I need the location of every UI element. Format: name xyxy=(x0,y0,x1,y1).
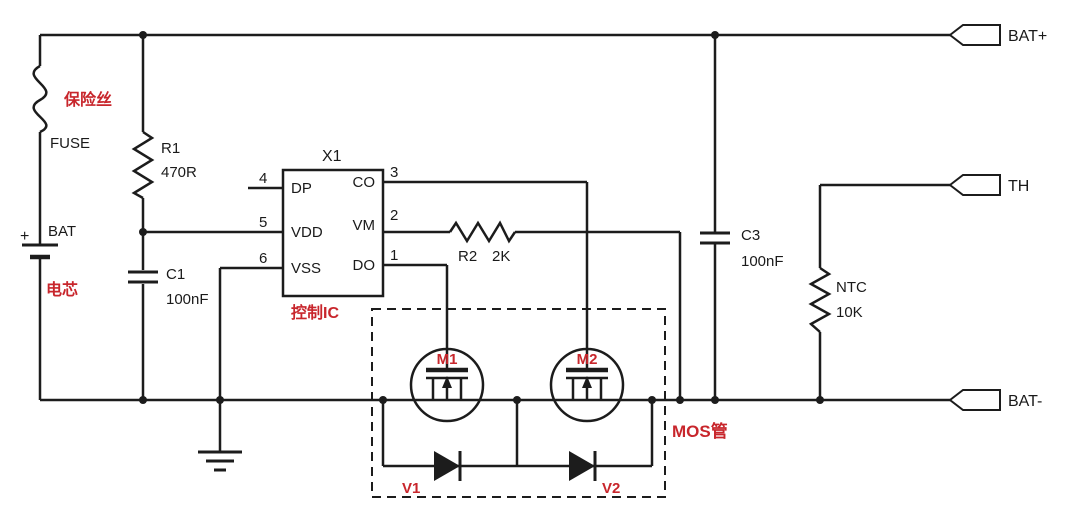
bat-plus-label: BAT+ xyxy=(1008,28,1047,45)
ntc-value: 10K xyxy=(836,304,863,321)
m2-body xyxy=(549,347,625,423)
th-label: TH xyxy=(1008,178,1029,195)
v1-symbol xyxy=(434,451,460,481)
mosfet-group-label-cn: MOS管 xyxy=(672,421,728,441)
m1-body-arrow-head xyxy=(442,376,452,388)
fuse-label-cn: 保险丝 xyxy=(63,90,112,109)
terminal-th: TH xyxy=(948,174,1029,196)
resistor-r2: R2 2K xyxy=(448,220,517,265)
capacitor-c1: C1 100nF xyxy=(128,266,209,308)
c1-value: 100nF xyxy=(166,291,209,308)
th-tag xyxy=(948,174,1001,196)
m1-body xyxy=(409,347,485,423)
junction-dot xyxy=(711,396,719,404)
fuse: 保险丝 FUSE xyxy=(32,64,112,152)
ground-symbol xyxy=(198,450,242,472)
junction-dot xyxy=(139,396,147,404)
junction-dot xyxy=(711,31,719,39)
ic-pin-vss-label: VSS xyxy=(291,260,321,277)
v1-label: V1 xyxy=(402,480,420,497)
ic-body xyxy=(281,168,385,298)
m1-label: M1 xyxy=(437,351,458,368)
ntc-thermistor: NTC 10K xyxy=(808,266,867,333)
ic-pin-co-label: CO xyxy=(353,174,376,191)
ic-pin-vm-label: VM xyxy=(353,217,376,234)
junction-dot xyxy=(676,396,684,404)
r1-symbol xyxy=(131,130,155,200)
ic-pin-vdd-label: VDD xyxy=(291,224,323,241)
resistor-r1: R1 470R xyxy=(131,130,197,200)
battery-cell-label-cn: 电芯 xyxy=(46,280,78,299)
diode-v2: V2 xyxy=(569,451,620,497)
r1-ref: R1 xyxy=(161,140,180,157)
battery-plus-sign: + xyxy=(20,228,29,245)
r2-value: 2K xyxy=(492,248,510,265)
diode-v1: V1 xyxy=(402,451,462,497)
ic-pin-6-number: 6 xyxy=(259,250,267,267)
control-ic: X1 DP VDD VSS CO VM DO 4 5 6 3 2 1 控制IC xyxy=(259,148,398,322)
r2-symbol xyxy=(448,220,517,244)
capacitor-c3: C3 100nF xyxy=(700,227,784,270)
ic-pin-dp-label: DP xyxy=(291,180,312,197)
ic-ref: X1 xyxy=(322,148,342,165)
v2-label: V2 xyxy=(602,480,620,497)
junction-dots xyxy=(139,31,824,404)
junction-dot xyxy=(139,31,147,39)
ic-pin-4-number: 4 xyxy=(259,170,267,187)
wires xyxy=(38,33,950,468)
junction-dot xyxy=(648,396,656,404)
bat-minus-tag xyxy=(948,389,1001,411)
ic-pin-1-number: 1 xyxy=(390,247,398,264)
ic-label-cn: 控制IC xyxy=(291,303,339,322)
bat-plus-tag xyxy=(948,24,1001,46)
ic-pin-3-number: 3 xyxy=(390,164,398,181)
junction-dot xyxy=(379,396,387,404)
c3-ref: C3 xyxy=(741,227,760,244)
ic-pin-do-label: DO xyxy=(353,257,376,274)
r1-value: 470R xyxy=(161,164,197,181)
junction-dot xyxy=(139,228,147,236)
ic-pin-2-number: 2 xyxy=(390,207,398,224)
m2-body-arrow-head xyxy=(582,376,592,388)
mosfet-m2: M2 xyxy=(549,347,625,423)
terminal-bat-minus: BAT- xyxy=(948,389,1042,411)
m2-label: M2 xyxy=(577,351,598,368)
ic-pin-5-number: 5 xyxy=(259,214,267,231)
junction-dot xyxy=(816,396,824,404)
terminal-bat-plus: BAT+ xyxy=(948,24,1047,46)
junction-dot xyxy=(216,396,224,404)
fuse-symbol xyxy=(32,64,48,134)
fuse-label: FUSE xyxy=(50,135,90,152)
r2-ref: R2 xyxy=(458,248,477,265)
bat-minus-label: BAT- xyxy=(1008,393,1042,410)
ntc-symbol xyxy=(808,266,832,333)
c1-ref: C1 xyxy=(166,266,185,283)
c3-value: 100nF xyxy=(741,253,784,270)
battery-cell: + BAT 电芯 xyxy=(20,223,78,299)
junction-dot xyxy=(513,396,521,404)
mosfet-m1: M1 xyxy=(409,347,485,423)
battery-label: BAT xyxy=(48,223,76,240)
ntc-ref: NTC xyxy=(836,279,867,296)
v2-symbol xyxy=(569,451,595,481)
